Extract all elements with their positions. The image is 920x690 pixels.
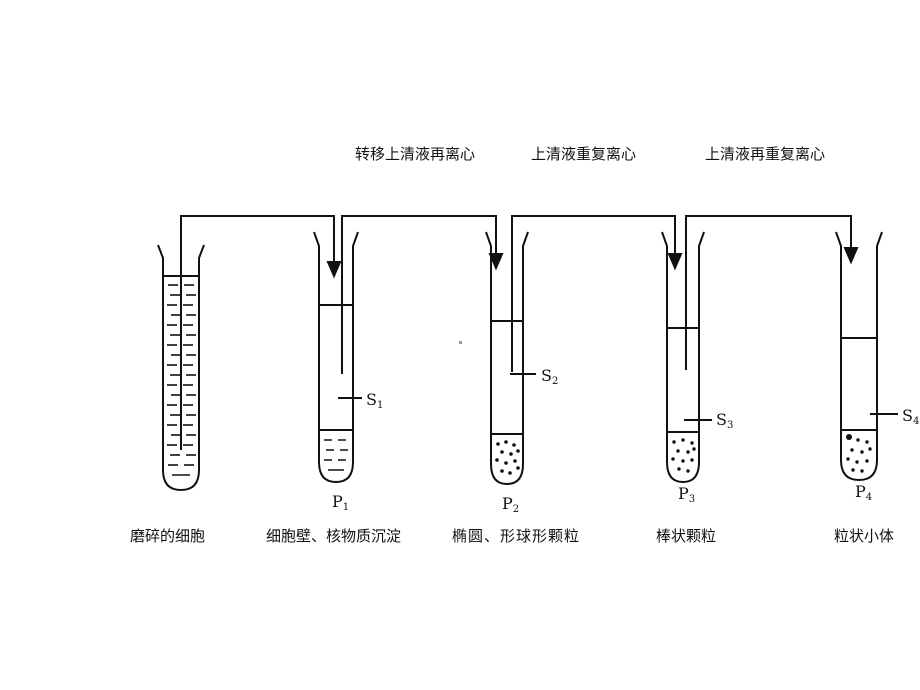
supernatant-label-4: S4 (902, 406, 919, 427)
tube-caption-2: 细胞壁、核物质沉淀 (266, 527, 402, 545)
homogenate-fill (167, 284, 196, 476)
transfer-pipe-1 (180, 215, 335, 450)
pellet-dots-4 (671, 438, 696, 473)
transfer-pipe-2 (341, 215, 497, 374)
pellet-label-2: P2 (502, 494, 519, 515)
pellet-label-1: P1 (332, 492, 349, 513)
arrow-head-3 (667, 253, 683, 271)
tube-caption-3: 椭圆、形球形颗粒 (452, 527, 581, 545)
arrow-head-4 (843, 247, 859, 265)
tube-4 (661, 231, 712, 484)
tube-3 (485, 231, 536, 486)
transfer-pipe-4 (685, 215, 852, 370)
tube-caption-5: 粒状小体 (834, 527, 895, 545)
supernatant-label-2: S2 (541, 366, 558, 387)
arrow-head-1 (326, 261, 342, 279)
step-label-1: 转移上清液再离心 (355, 145, 476, 163)
step-label-2: 上清液重复离心 (531, 145, 637, 163)
tube-2 (313, 231, 362, 484)
stray-mark (459, 341, 462, 344)
pellet-label-3: P3 (678, 484, 695, 505)
tube-caption-1: 磨碎的细胞 (130, 527, 206, 545)
supernatant-label-1: S1 (366, 390, 383, 411)
step-label-3: 上清液再重复离心 (705, 145, 826, 163)
supernatant-label-3: S3 (716, 410, 733, 431)
arrow-head-2 (488, 253, 504, 271)
pellet-dots-3 (495, 440, 520, 475)
tube-5 (835, 231, 898, 482)
transfer-pipe-3 (511, 215, 676, 372)
tube-1 (157, 244, 205, 492)
pellet-dots-5 (846, 434, 872, 473)
tube-caption-4: 棒状颗粒 (656, 527, 717, 545)
pellet-label-4: P4 (855, 482, 872, 503)
